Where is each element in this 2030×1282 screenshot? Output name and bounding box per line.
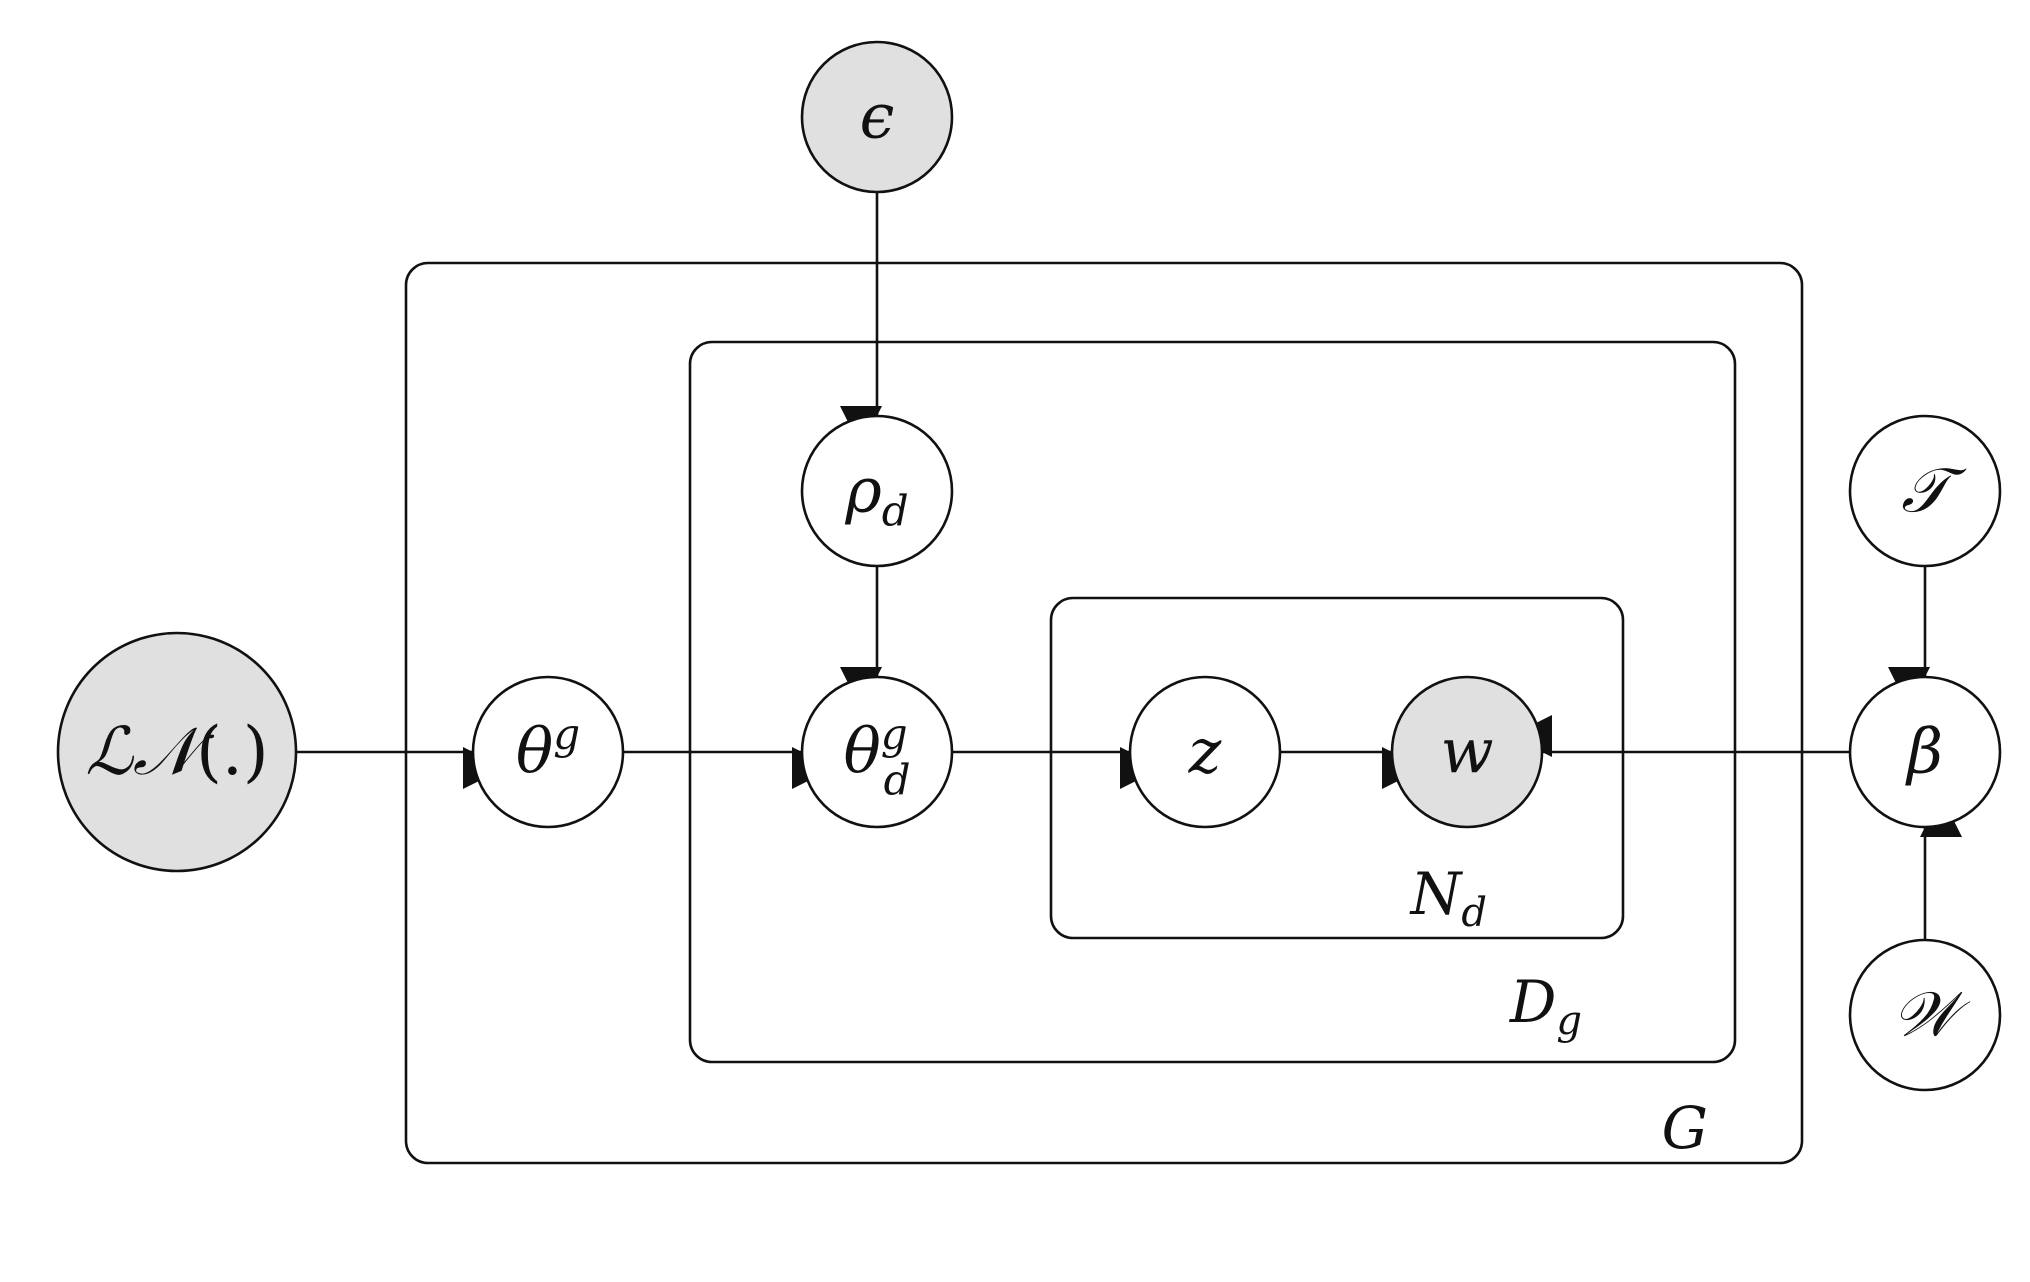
node-label-base: ℒ𝒩 xyxy=(85,713,215,790)
node-beta: β xyxy=(1848,675,2002,829)
node-w-circle xyxy=(1390,675,1544,829)
node-theta-g-circle xyxy=(471,675,625,829)
plate-g: G xyxy=(404,261,1804,1165)
node-ln-label: ℒ𝒩(.) xyxy=(85,713,268,790)
plate-label-base: N xyxy=(1409,860,1464,928)
node-epsilon-circle xyxy=(800,40,954,194)
node-label-base: z xyxy=(1188,714,1222,787)
node-tau: 𝒯 xyxy=(1848,414,2002,568)
plate-label-base: D xyxy=(1509,968,1557,1036)
node-label-base: θ xyxy=(843,714,880,787)
plate-g-label: G xyxy=(1662,1094,1708,1162)
plate-dg-border xyxy=(688,340,1737,1064)
node-theta-g-d-circle xyxy=(800,675,954,829)
node-z-label: z xyxy=(1188,714,1222,787)
node-theta-g-label: θg xyxy=(516,709,580,787)
plate-label-base: G xyxy=(1662,1094,1708,1162)
plate-label-subscript: g xyxy=(1556,998,1582,1044)
node-ln-circle xyxy=(56,631,298,873)
node-w-label: w xyxy=(1440,714,1493,787)
node-theta-g: θg xyxy=(471,675,625,829)
node-label-base: β xyxy=(1905,714,1943,787)
node-tau-circle xyxy=(1848,414,2002,568)
node-label-base: ρ xyxy=(844,453,881,526)
node-label-subscript: d xyxy=(884,755,911,804)
edges-layer xyxy=(296,192,1962,940)
node-z-circle xyxy=(1128,675,1282,829)
plate-nd: Nd xyxy=(1049,596,1625,940)
node-rho-d: ρd xyxy=(800,414,954,568)
node-label-subscript: d xyxy=(882,486,909,535)
node-label-suffix: (.) xyxy=(196,713,268,790)
node-rho-d-circle xyxy=(800,414,954,568)
plate-nd-label: Nd xyxy=(1409,860,1487,936)
node-rho-d-label: ρd xyxy=(844,453,908,535)
node-beta-label: β xyxy=(1905,714,1943,787)
node-label-base: ϵ xyxy=(860,79,895,152)
plate-g-border xyxy=(404,261,1804,1165)
node-epsilon: ϵ xyxy=(800,40,954,194)
node-ln: ℒ𝒩(.) xyxy=(56,631,298,873)
node-label-superscript: g xyxy=(881,709,908,758)
node-epsilon-label: ϵ xyxy=(860,79,895,152)
node-z: z xyxy=(1128,675,1282,829)
node-label-base: w xyxy=(1440,714,1493,787)
plate-label-subscript: d xyxy=(1461,890,1487,936)
plate-dg: Dg xyxy=(688,340,1737,1064)
node-label-base: θ xyxy=(516,714,553,787)
node-W: 𝒲 xyxy=(1848,938,2002,1092)
node-W-circle xyxy=(1848,938,2002,1092)
node-w: w xyxy=(1390,675,1544,829)
plate-nd-border xyxy=(1049,596,1625,940)
plate-dg-label: Dg xyxy=(1509,968,1582,1044)
node-label-superscript: g xyxy=(553,709,580,758)
node-beta-circle xyxy=(1848,675,2002,829)
